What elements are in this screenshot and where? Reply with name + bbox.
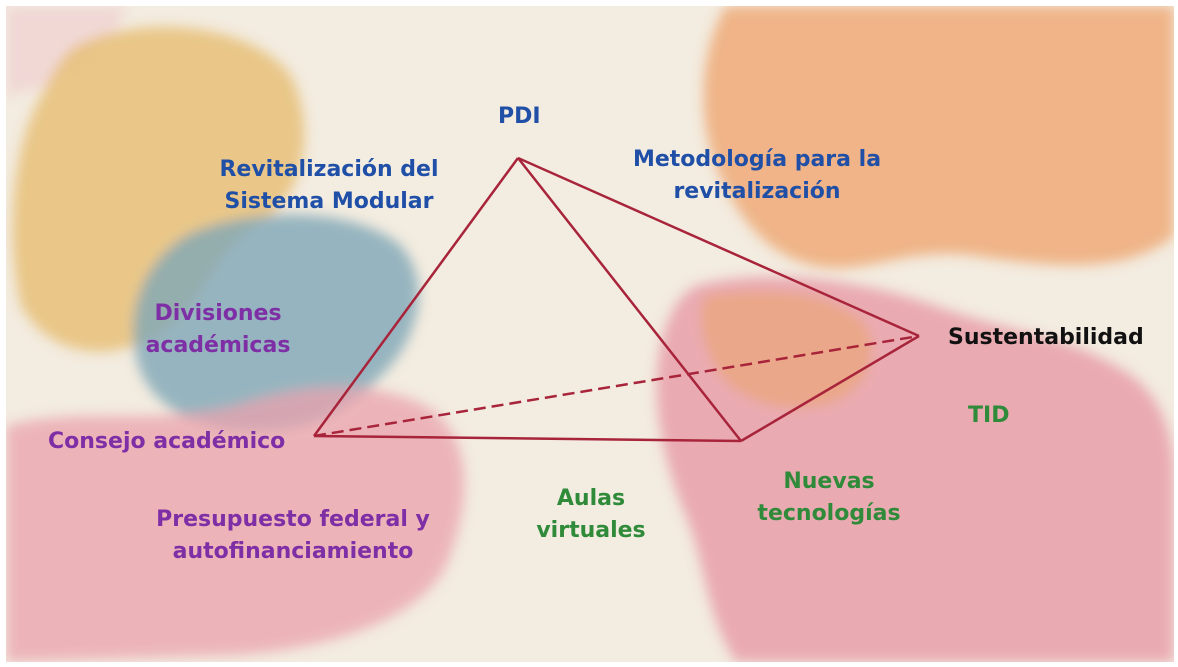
wash-orange-patch bbox=[701, 291, 872, 408]
label-line: Divisiones bbox=[154, 301, 282, 326]
edge-pdi-nuevas bbox=[517, 157, 742, 442]
label-line: Presupuesto federal y bbox=[156, 507, 430, 532]
label-line: académicas bbox=[145, 333, 291, 358]
label-tid: TID bbox=[968, 403, 1010, 428]
label-line: Aulas bbox=[556, 486, 626, 511]
node-consejo-academico: Consejo académico bbox=[48, 429, 286, 454]
label-line: Metodología para la bbox=[632, 147, 882, 172]
diagram-canvas: PDI Revitalización del Sistema Modular M… bbox=[6, 6, 1174, 662]
node-sustentabilidad: Sustentabilidad bbox=[948, 325, 1144, 350]
label-line: virtuales bbox=[536, 518, 646, 543]
node-pdi: PDI bbox=[498, 104, 541, 129]
label-nuevas-tecnologias: Nuevas tecnologías bbox=[754, 466, 904, 530]
label-aulas-virtuales: Aulas virtuales bbox=[526, 483, 656, 547]
label-line: Sistema Modular bbox=[224, 189, 434, 214]
label-metodologia-revitalizacion: Metodología para la revitalización bbox=[612, 144, 902, 208]
edge-nuevas-sustentabilidad bbox=[740, 334, 920, 443]
wash-teal bbox=[133, 214, 419, 431]
watercolor-background bbox=[6, 6, 1174, 662]
label-divisiones-academicas: Divisiones académicas bbox=[138, 298, 298, 362]
edge-consejo-sustentabilidad-dashed bbox=[313, 334, 920, 438]
wash-pink-bottomleft bbox=[6, 387, 465, 662]
wash-orange bbox=[703, 6, 1174, 269]
edge-pdi-consejo bbox=[312, 157, 520, 437]
label-presupuesto-federal: Presupuesto federal y autofinanciamiento bbox=[138, 504, 448, 568]
wash-pink-topleft bbox=[6, 6, 126, 96]
pyramid-diagram bbox=[312, 156, 920, 443]
edge-consejo-nuevas bbox=[313, 434, 742, 443]
label-revitalizacion-sistema-modular: Revitalización del Sistema Modular bbox=[204, 154, 454, 218]
label-line: Nuevas bbox=[783, 469, 875, 494]
label-line: revitalización bbox=[673, 179, 841, 204]
label-line: autofinanciamiento bbox=[172, 539, 414, 564]
label-line: Revitalización del bbox=[219, 157, 439, 182]
edge-pdi-sustentabilidad bbox=[517, 156, 920, 338]
wash-gold bbox=[12, 26, 305, 352]
label-line: tecnologías bbox=[757, 501, 901, 526]
